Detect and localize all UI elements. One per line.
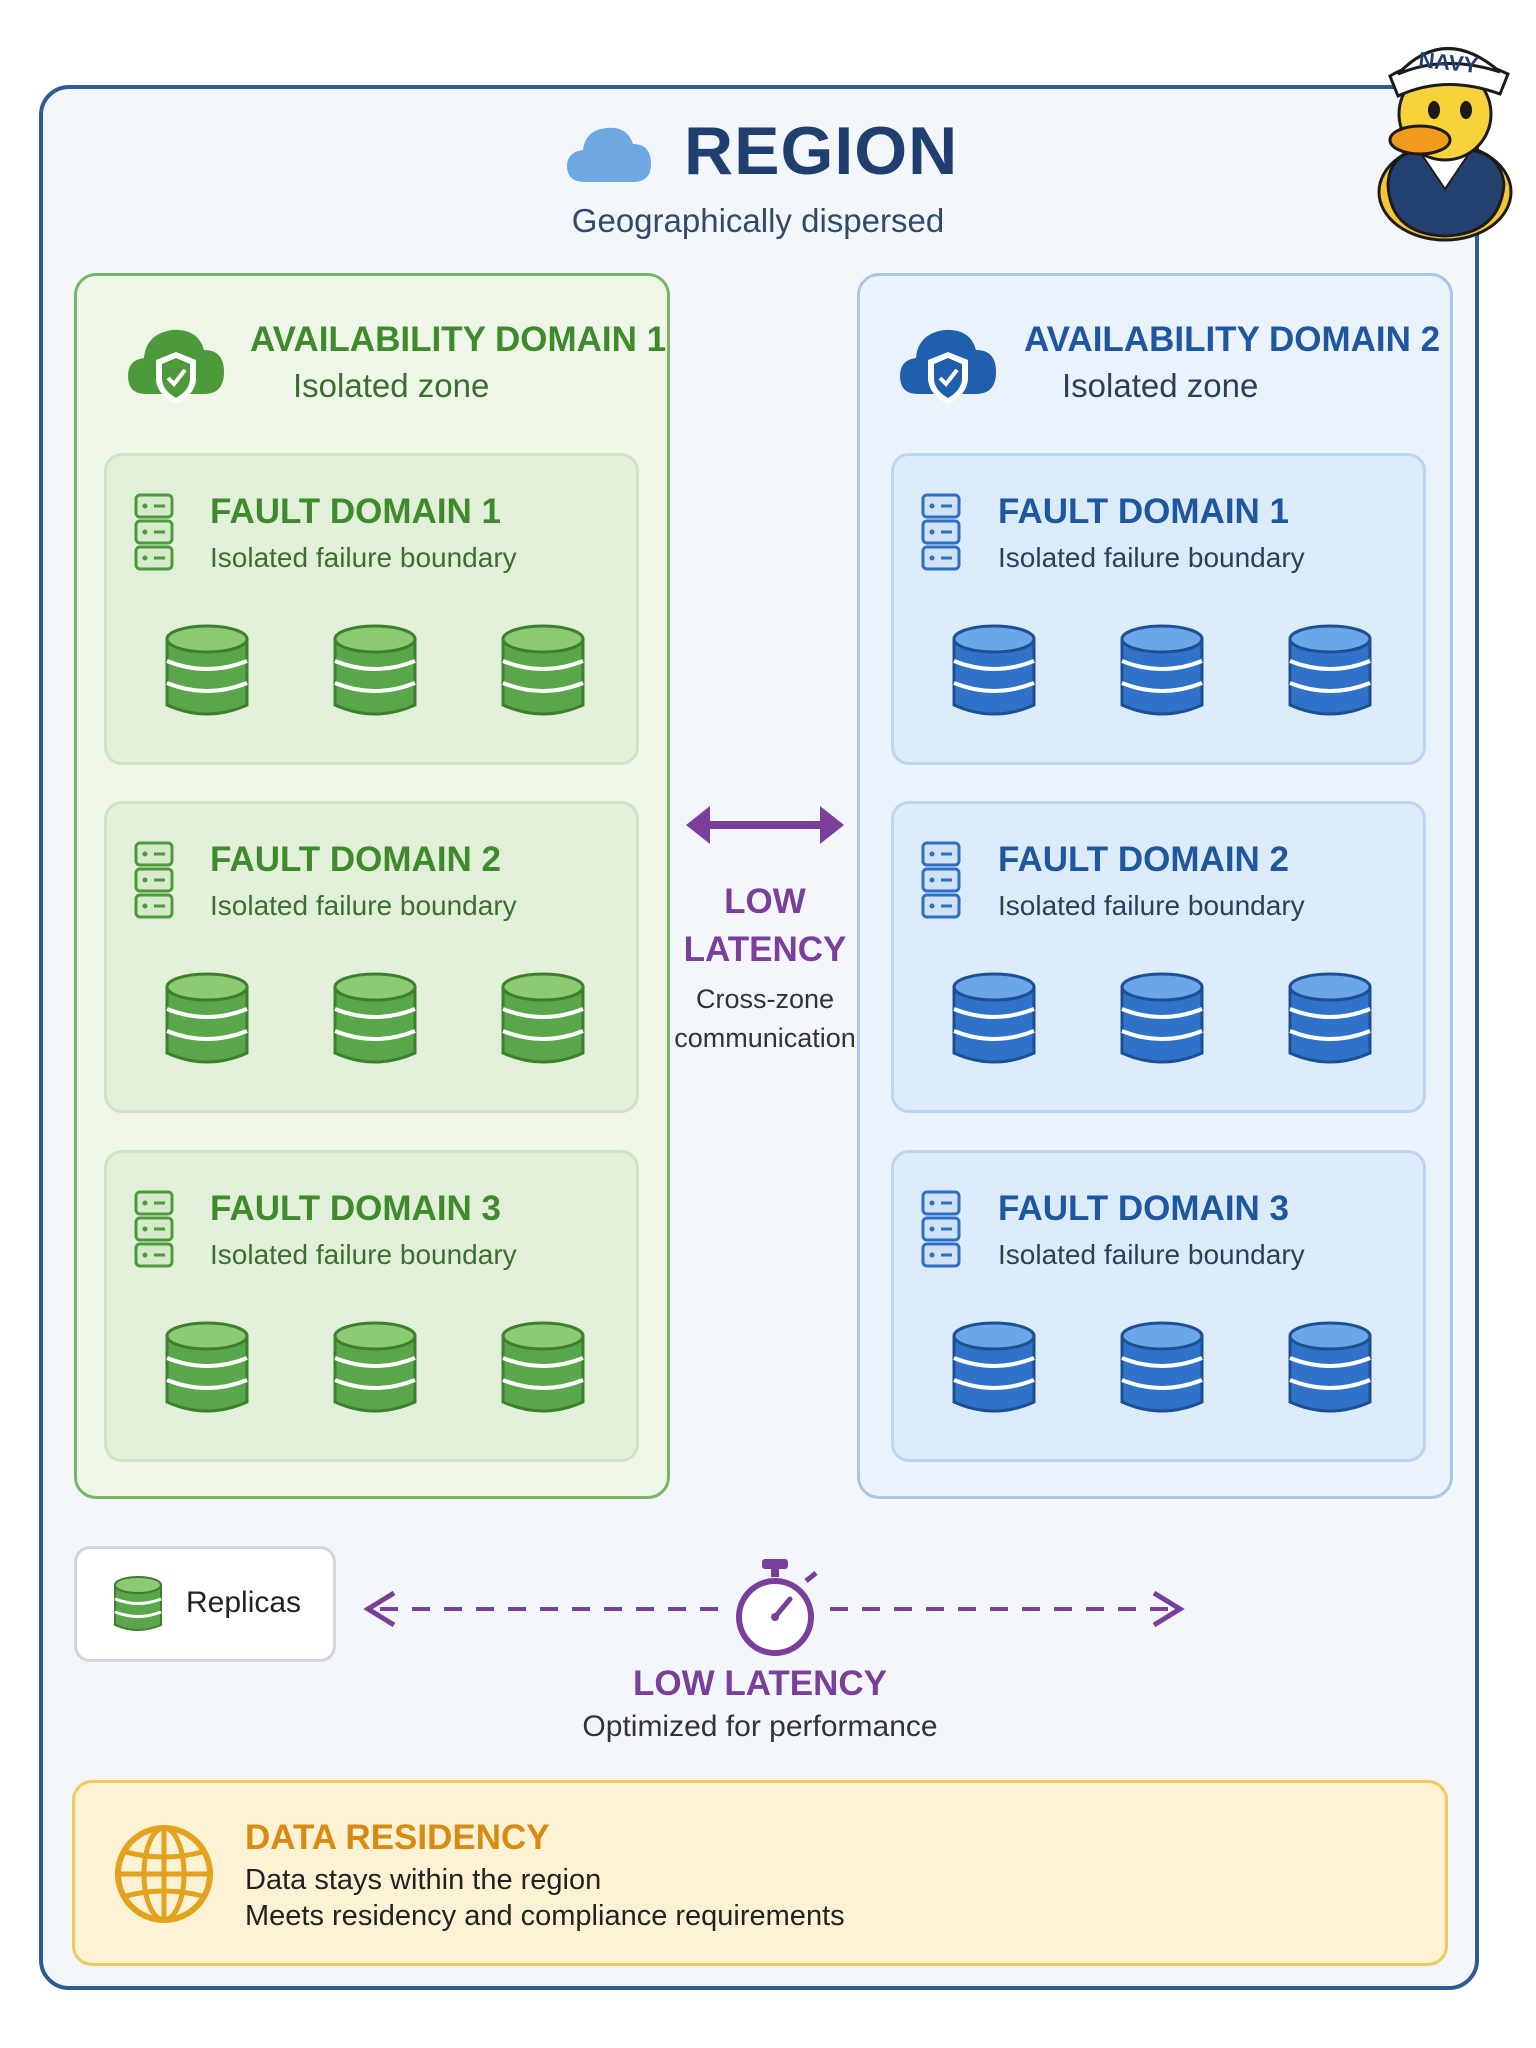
fault-domain-subtitle: Isolated failure boundary (998, 890, 1305, 921)
globe-icon (115, 1825, 213, 1923)
cross-zone-title-line2: LATENCY (683, 930, 847, 969)
fault-domain-title: FAULT DOMAIN 3 (998, 1189, 1290, 1228)
fault-domain-title: FAULT DOMAIN 2 (210, 840, 502, 879)
fault-domain-subtitle: Isolated failure boundary (210, 542, 517, 573)
replica-database-icon (1120, 972, 1204, 1064)
region-subtitle: Geographically dispersed (571, 202, 945, 239)
cross-zone-title-line1: LOW (724, 882, 806, 921)
server-rack-icon (134, 841, 174, 919)
data-residency-line1: Data stays within the region (245, 1864, 602, 1896)
fault-domain-subtitle: Isolated failure boundary (210, 890, 517, 921)
replica-database-icon (501, 972, 585, 1064)
replica-database-icon (1288, 1321, 1372, 1413)
cloud-shield-icon (900, 329, 996, 404)
fault-domain-title: FAULT DOMAIN 1 (210, 492, 502, 531)
cloud-shield-icon (128, 329, 224, 404)
replica-database-icon (1120, 624, 1204, 716)
latency-dashed-arrow (363, 1559, 1185, 1656)
fault-domain-subtitle: Isolated failure boundary (998, 542, 1305, 573)
latency-subtitle: Optimized for performance (582, 1710, 938, 1743)
latency-title: LOW LATENCY (632, 1664, 888, 1703)
replica-database-icon (333, 1321, 417, 1413)
fault-domain-title: FAULT DOMAIN 1 (998, 492, 1290, 531)
replica-database-icon (333, 972, 417, 1064)
replica-database-icon (1120, 1321, 1204, 1413)
availability-domain-title: AVAILABILITY DOMAIN 2 (1024, 320, 1441, 359)
server-rack-icon (921, 1190, 961, 1268)
data-residency-box (72, 1780, 1448, 1966)
database-icon (114, 1576, 162, 1631)
cross-zone-description: Cross-zone communication (660, 980, 870, 1058)
server-rack-icon (134, 493, 174, 571)
region-title: REGION (684, 113, 959, 189)
cloud-icon (567, 127, 651, 182)
data-residency-title: DATA RESIDENCY (245, 1818, 550, 1857)
replica-database-icon (1288, 972, 1372, 1064)
cross-zone-latency-title: LOW LATENCY (670, 878, 860, 974)
server-rack-icon (134, 1190, 174, 1268)
availability-domain-title: AVAILABILITY DOMAIN 1 (250, 320, 667, 359)
availability-domain-subtitle: Isolated zone (293, 367, 490, 404)
replica-database-icon (952, 624, 1036, 716)
stopwatch-icon (736, 1559, 818, 1656)
navy-duck-mascot: NAVY (1377, 47, 1513, 242)
bidirectional-arrow-icon (686, 806, 844, 844)
replica-database-icon (165, 972, 249, 1064)
fault-domain-subtitle: Isolated failure boundary (210, 1239, 517, 1270)
mascot-hat-text: NAVY (1417, 47, 1479, 78)
replica-database-icon (952, 1321, 1036, 1413)
fault-domain-subtitle: Isolated failure boundary (998, 1239, 1305, 1270)
replica-database-icon (952, 972, 1036, 1064)
replica-database-icon (501, 1321, 585, 1413)
data-residency-line2: Meets residency and compliance requireme… (245, 1900, 845, 1932)
availability-domain-subtitle: Isolated zone (1062, 367, 1259, 404)
replica-database-icon (165, 1321, 249, 1413)
replica-database-icon (165, 624, 249, 716)
cross-zone-desc-line2: communication (674, 1023, 856, 1053)
server-rack-icon (921, 493, 961, 571)
legend-label: Replicas (186, 1586, 302, 1619)
fault-domain-title: FAULT DOMAIN 2 (998, 840, 1290, 879)
replica-database-icon (1288, 624, 1372, 716)
cross-zone-desc-line1: Cross-zone (695, 984, 835, 1014)
replica-database-icon (333, 624, 417, 716)
replica-database-icon (501, 624, 585, 716)
server-rack-icon (921, 841, 961, 919)
fault-domain-title: FAULT DOMAIN 3 (210, 1189, 502, 1228)
